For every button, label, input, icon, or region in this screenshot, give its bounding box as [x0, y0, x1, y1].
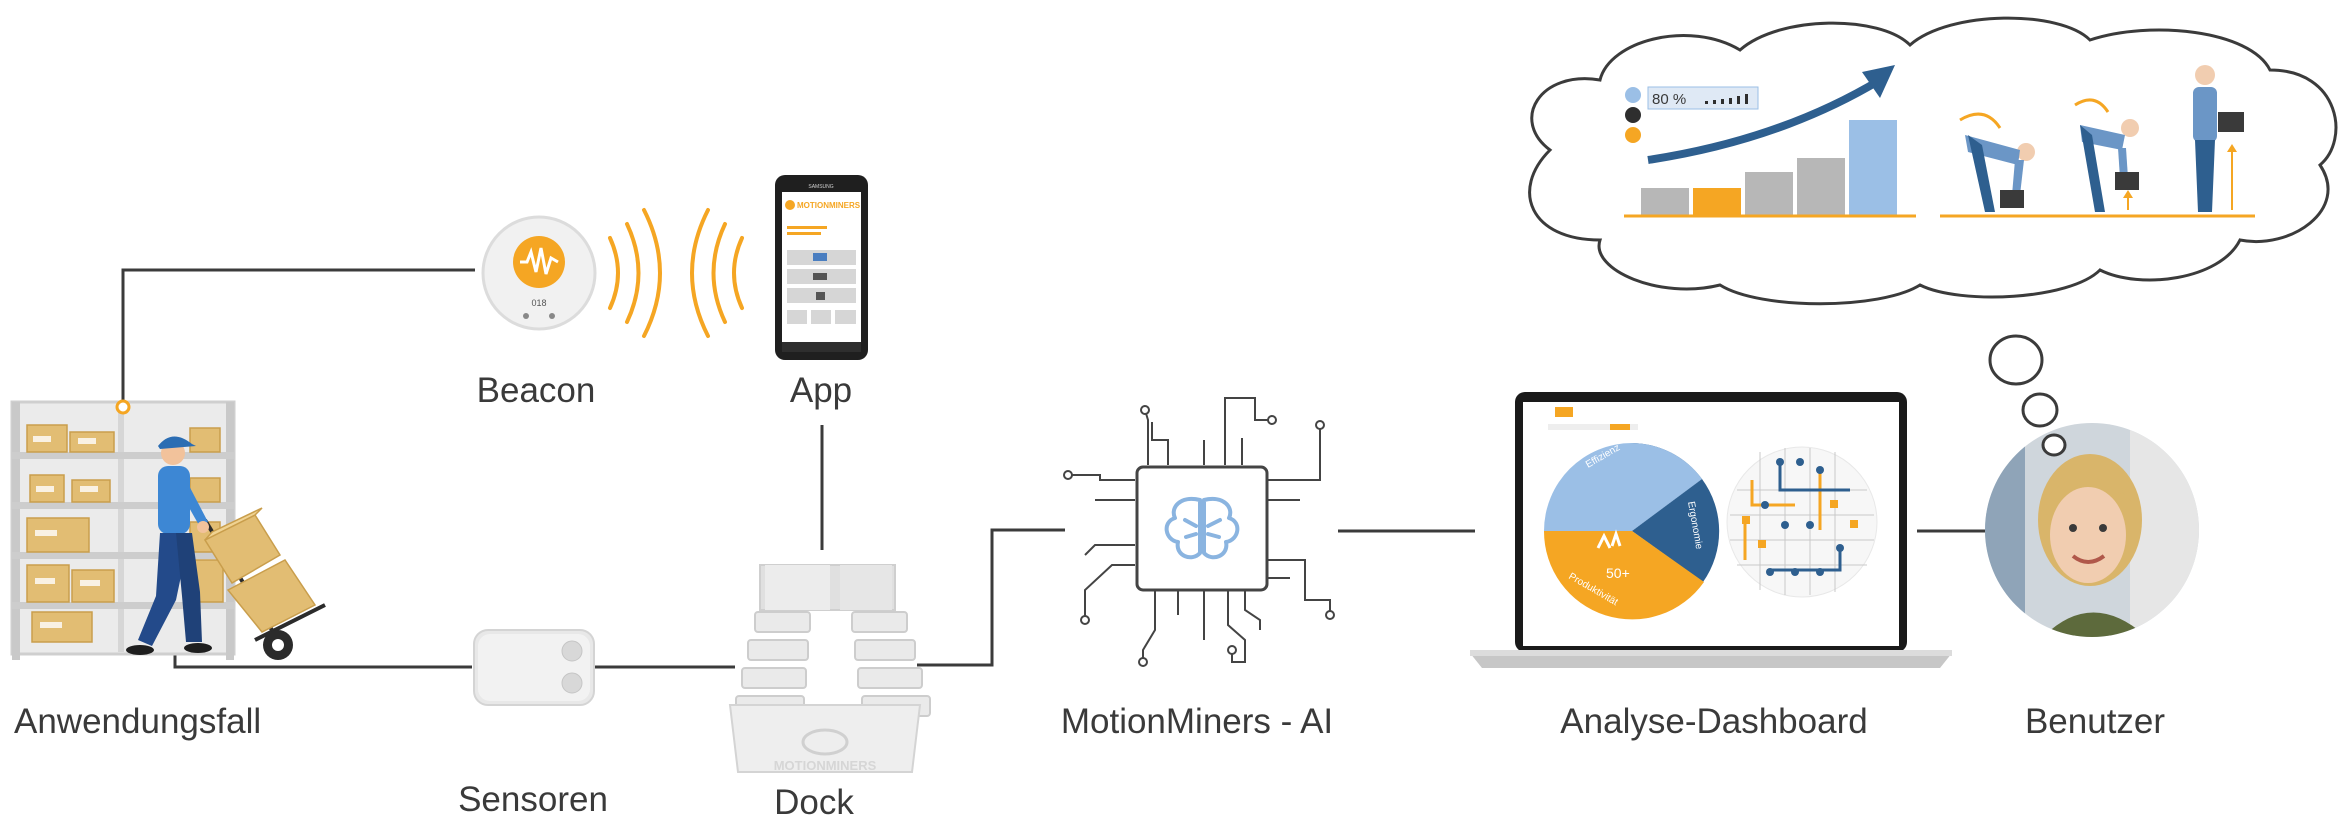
label-sensors: Sensoren [458, 780, 608, 819]
dock-icon: MOTIONMINERS [728, 564, 931, 773]
connector-dock-ai [917, 528, 1065, 667]
beacon-icon: 018 [481, 208, 744, 338]
connector-usecase-beacon [121, 268, 475, 407]
label-dashboard: Analyse-Dashboard [1560, 702, 1868, 741]
dashboard-pie: Effizienz Ergonomie Produktivität 50+ [1543, 442, 1720, 620]
svg-text:50+: 50+ [1606, 565, 1630, 581]
ergonomics-figures [1940, 65, 2255, 218]
user-avatar-icon [1985, 423, 2199, 637]
label-use-case: Anwendungsfall [14, 702, 262, 741]
dashboard-layout-map [1726, 446, 1878, 598]
svg-text:MOTIONMINERS: MOTIONMINERS [774, 758, 877, 773]
laptop-icon: Effizienz Ergonomie Produktivität 50+ [1470, 392, 1952, 668]
thought-cloud-icon: 80 % [1528, 16, 2338, 457]
warehouse-worker-icon [10, 399, 326, 660]
label-ai: MotionMiners - AI [1060, 702, 1334, 741]
sensor-icon [473, 629, 595, 706]
svg-text:80 %: 80 % [1652, 91, 1686, 108]
label-app: App [789, 371, 853, 410]
label-beacon: Beacon [476, 371, 596, 410]
label-dock: Dock [774, 783, 854, 822]
label-user: Benutzer [2024, 702, 2166, 741]
svg-text:MOTIONMINERS: MOTIONMINERS [797, 201, 861, 210]
smartphone-icon: SAMSUNG MOTIONMINERS [775, 175, 868, 360]
svg-text:SAMSUNG: SAMSUNG [808, 184, 833, 190]
svg-text:018: 018 [531, 298, 546, 308]
growth-bars [1624, 65, 1916, 218]
brain-chip-icon [1063, 397, 1335, 667]
